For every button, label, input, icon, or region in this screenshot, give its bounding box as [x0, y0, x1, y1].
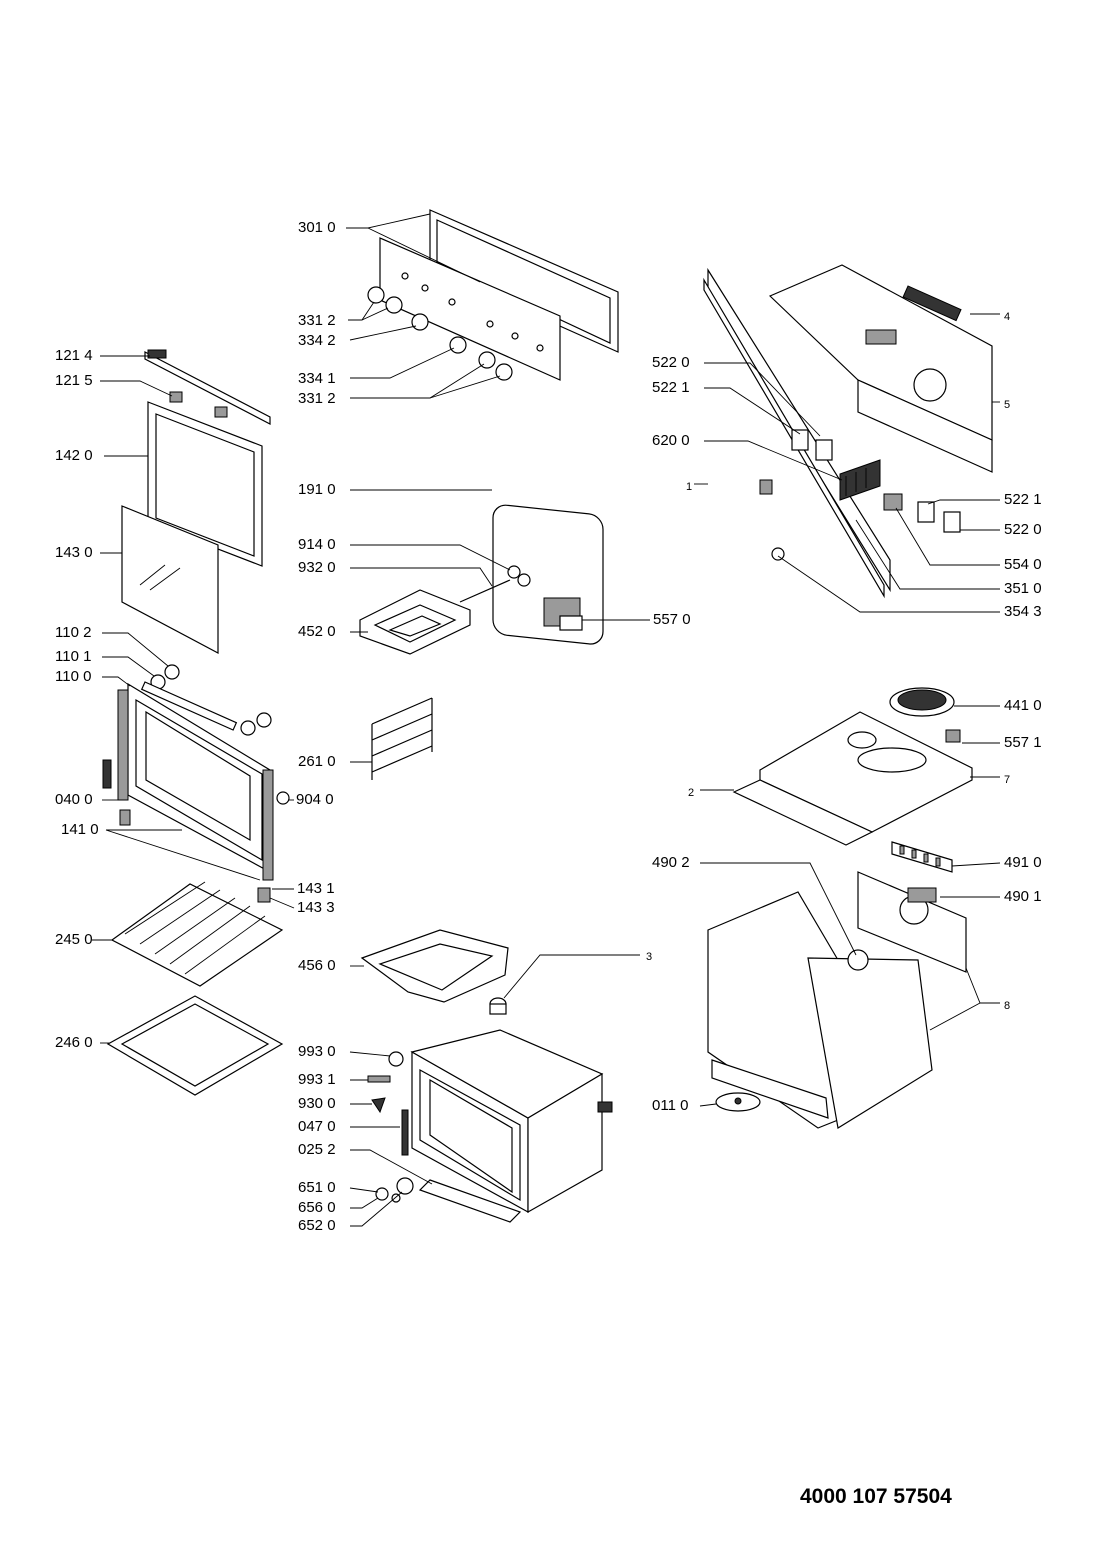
label-025-2: 025 2 — [298, 1141, 336, 1158]
oven-rack-245-0 — [110, 881, 284, 987]
label-331-2: 331 2 — [298, 312, 336, 329]
fan-011-0 — [715, 1092, 761, 1112]
label-930-0: 930 0 — [298, 1095, 336, 1112]
label-110-2: 110 2 — [55, 624, 92, 641]
lamp-cover-3 — [489, 997, 507, 1015]
label-261-0: 261 0 — [298, 753, 336, 770]
label-143-3: 143 3 — [297, 899, 335, 916]
door-glass-143-0 — [121, 505, 219, 654]
label-143-1: 143 1 — [297, 880, 335, 897]
leader-lines — [92, 213, 1001, 1227]
label-334-2: 334 2 — [298, 332, 336, 349]
label-522-1: 522 1 — [652, 379, 690, 396]
label-656-0: 656 0 — [298, 1199, 336, 1216]
lamp-parts — [367, 1051, 414, 1203]
label-904-0: 904 0 — [296, 791, 334, 808]
top-cover-7 — [759, 711, 973, 833]
label-7: 7 — [1004, 774, 1011, 786]
shelf-guides-261-0 — [371, 697, 433, 780]
label-3: 3 — [646, 951, 653, 963]
label-246-0: 246 0 — [55, 1034, 93, 1051]
thermostat-557-0 — [507, 565, 583, 631]
label-651-0: 651 0 — [298, 1179, 336, 1196]
baking-tray-246-0 — [106, 995, 284, 1096]
label-121-4: 121 4 — [55, 347, 93, 364]
label-4: 4 — [1004, 311, 1011, 323]
label-011-0: 011 0 — [652, 1097, 689, 1114]
label-301-0: 301 0 — [298, 219, 336, 236]
door-glass-142-0 — [147, 401, 263, 567]
label-441-0: 441 0 — [1004, 697, 1042, 714]
label-047-0: 047 0 — [298, 1118, 336, 1135]
lower-element-456-0 — [360, 929, 509, 1003]
relays-522 — [791, 429, 961, 533]
document-number: 4000 107 57504 — [800, 1485, 952, 1508]
label-491-0: 491 0 — [1004, 854, 1042, 871]
label-490-1: 490 1 — [1004, 888, 1042, 905]
control-panel-frame — [379, 209, 619, 381]
fan-motor-441-0 — [889, 687, 961, 743]
label-914-0: 914 0 — [298, 536, 336, 553]
label-452-0: 452 0 — [298, 623, 336, 640]
label-993-0: 993 0 — [298, 1043, 336, 1060]
housing-8 — [707, 871, 967, 1129]
label-522-0b: 522 0 — [1004, 521, 1042, 538]
terminal-block-491-0 — [891, 841, 953, 873]
label-522-1b: 522 1 — [1004, 491, 1042, 508]
label-2: 2 — [688, 787, 695, 799]
label-141-0: 141 0 — [61, 821, 99, 838]
top-frame-assembly — [768, 264, 993, 473]
label-557-0: 557 0 — [653, 611, 691, 628]
label-351-0: 351 0 — [1004, 580, 1042, 597]
label-191-0: 191 0 — [298, 481, 336, 498]
label-993-1: 993 1 — [298, 1071, 336, 1088]
control-knobs — [367, 286, 513, 381]
door-trim-121-4 — [144, 349, 271, 425]
label-110-1: 110 1 — [55, 648, 92, 665]
label-354-3: 354 3 — [1004, 603, 1042, 620]
label-8: 8 — [1004, 1000, 1011, 1012]
label-110-0: 110 0 — [55, 668, 92, 685]
label-143-0: 143 0 — [55, 544, 93, 561]
label-620-0: 620 0 — [652, 432, 690, 449]
label-5: 5 — [1004, 399, 1011, 411]
label-334-1: 334 1 — [298, 370, 336, 387]
door-clips-121-5 — [169, 391, 228, 418]
label-554-0: 554 0 — [1004, 556, 1042, 573]
label-557-1: 557 1 — [1004, 734, 1042, 751]
label-490-2: 490 2 — [652, 854, 690, 871]
label-331-2b: 331 2 — [298, 390, 336, 407]
label-932-0: 932 0 — [298, 559, 336, 576]
label-142-0: 142 0 — [55, 447, 93, 464]
label-245-0: 245 0 — [55, 931, 93, 948]
label-1: 1 — [686, 481, 693, 493]
front-trim-2 — [732, 779, 874, 846]
oven-cavity — [401, 1029, 613, 1223]
pcb-620-0 — [839, 459, 881, 501]
grill-element-452-0 — [359, 579, 511, 655]
label-040-0: 040 0 — [55, 791, 93, 808]
label-456-0: 456 0 — [298, 957, 336, 974]
door-outer-110-0 — [102, 664, 290, 903]
label-522-0: 522 0 — [652, 354, 690, 371]
label-652-0: 652 0 — [298, 1217, 336, 1234]
label-121-5: 121 5 — [55, 372, 93, 389]
